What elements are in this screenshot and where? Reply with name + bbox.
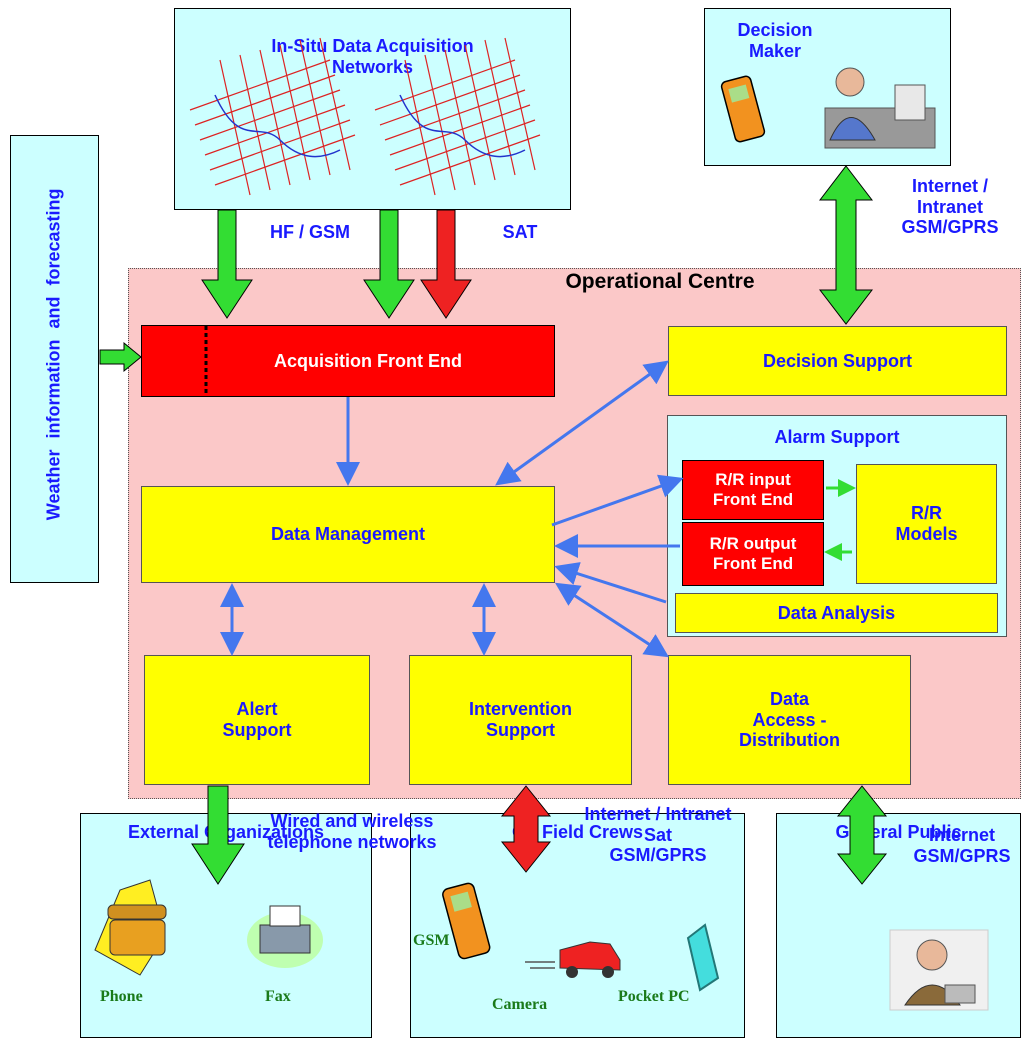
rr-models-label: R/R Models [895, 503, 958, 544]
rr-output-front-end-label: R/R output Front End [709, 534, 797, 573]
dm-data-access-arrow [554, 582, 670, 658]
hf-gsm-arrow-right [363, 209, 415, 319]
dm-rr-input-arrow [551, 474, 684, 527]
sat-arrow [420, 209, 472, 319]
insitu-networks-label: In-Situ Data Acquisition Networks [271, 36, 474, 77]
decision-link-arrow [818, 165, 874, 325]
decision-support-box: Decision Support [668, 326, 1007, 396]
public-link-label: Internet GSM/GPRS [913, 825, 1011, 866]
mobile-phone-icon [720, 75, 766, 143]
operational-centre-title: Operational Centre [565, 270, 755, 293]
data-management-label: Data Management [270, 524, 426, 545]
alert-support-box: Alert Support [144, 655, 370, 785]
person-on-phone-icon [889, 929, 989, 1011]
access-public-arrow [836, 785, 888, 885]
fax-icon [247, 905, 323, 968]
alert-external-arrow [191, 785, 245, 885]
gsm-handset-icon [442, 882, 491, 960]
phone-label: Phone [100, 988, 143, 1005]
businessman-at-desk-icon [824, 67, 936, 149]
rr-input-front-end-label: R/R input Front End [712, 470, 794, 509]
alert-support-label: Alert Support [222, 699, 292, 740]
decision-link-label: Internet / Intranet GSM/GPRS [901, 176, 999, 238]
data-analysis-label: Data Analysis [777, 602, 896, 623]
acquisition-front-end-label: Acquisition Front End [274, 350, 462, 371]
alarm-support-label: Alarm Support [774, 427, 900, 447]
camera-label: Camera [492, 996, 548, 1013]
network-grid-left-icon [189, 37, 356, 196]
phone-icon [94, 879, 167, 976]
fire-truck-camera-icon [525, 941, 621, 978]
weather-box [10, 135, 99, 583]
data-access-distribution-label: Data Access - Distribution [739, 688, 840, 751]
hf-gsm-link-label: HF / GSM [270, 222, 350, 242]
fax-label: Fax [265, 988, 291, 1005]
crew-link-label: Internet / Intranet Sat GSM/GPRS [584, 804, 732, 866]
gsm-label: GSM [413, 932, 450, 949]
decision-support-label: Decision Support [762, 350, 912, 371]
network-grid-right-icon [374, 37, 541, 196]
on-field-crews-label: On Field Crews [511, 822, 644, 842]
intervention-crews-arrow [500, 785, 552, 873]
weather-arrow [99, 341, 142, 373]
pocket-pc-icon [686, 923, 720, 992]
intervention-support-label: Intervention Support [468, 699, 572, 740]
acquisition-front-end-box: Acquisition Front End [141, 325, 555, 397]
flow-line-right-icon [399, 94, 526, 158]
hf-gsm-arrow-left [201, 209, 253, 319]
intervention-support-box: Intervention Support [409, 655, 632, 785]
rr-input-front-end-box: R/R input Front End [682, 460, 824, 520]
decision-maker-label: Decision Maker [737, 20, 813, 61]
pocket-pc-label: Pocket PC [618, 988, 690, 1005]
flow-line-left-icon [214, 94, 341, 158]
dm-decision-arrow [495, 360, 669, 486]
data-analysis-box: Data Analysis [675, 593, 998, 633]
data-access-distribution-box: Data Access - Distribution [668, 655, 911, 785]
sat-link-label: SAT [502, 222, 538, 242]
rr-models-box: R/R Models [856, 464, 997, 584]
rr-output-front-end-box: R/R output Front End [682, 522, 824, 586]
wired-link-label: Wired and wireless telephone networks [267, 811, 437, 852]
data-management-box: Data Management [141, 486, 555, 583]
